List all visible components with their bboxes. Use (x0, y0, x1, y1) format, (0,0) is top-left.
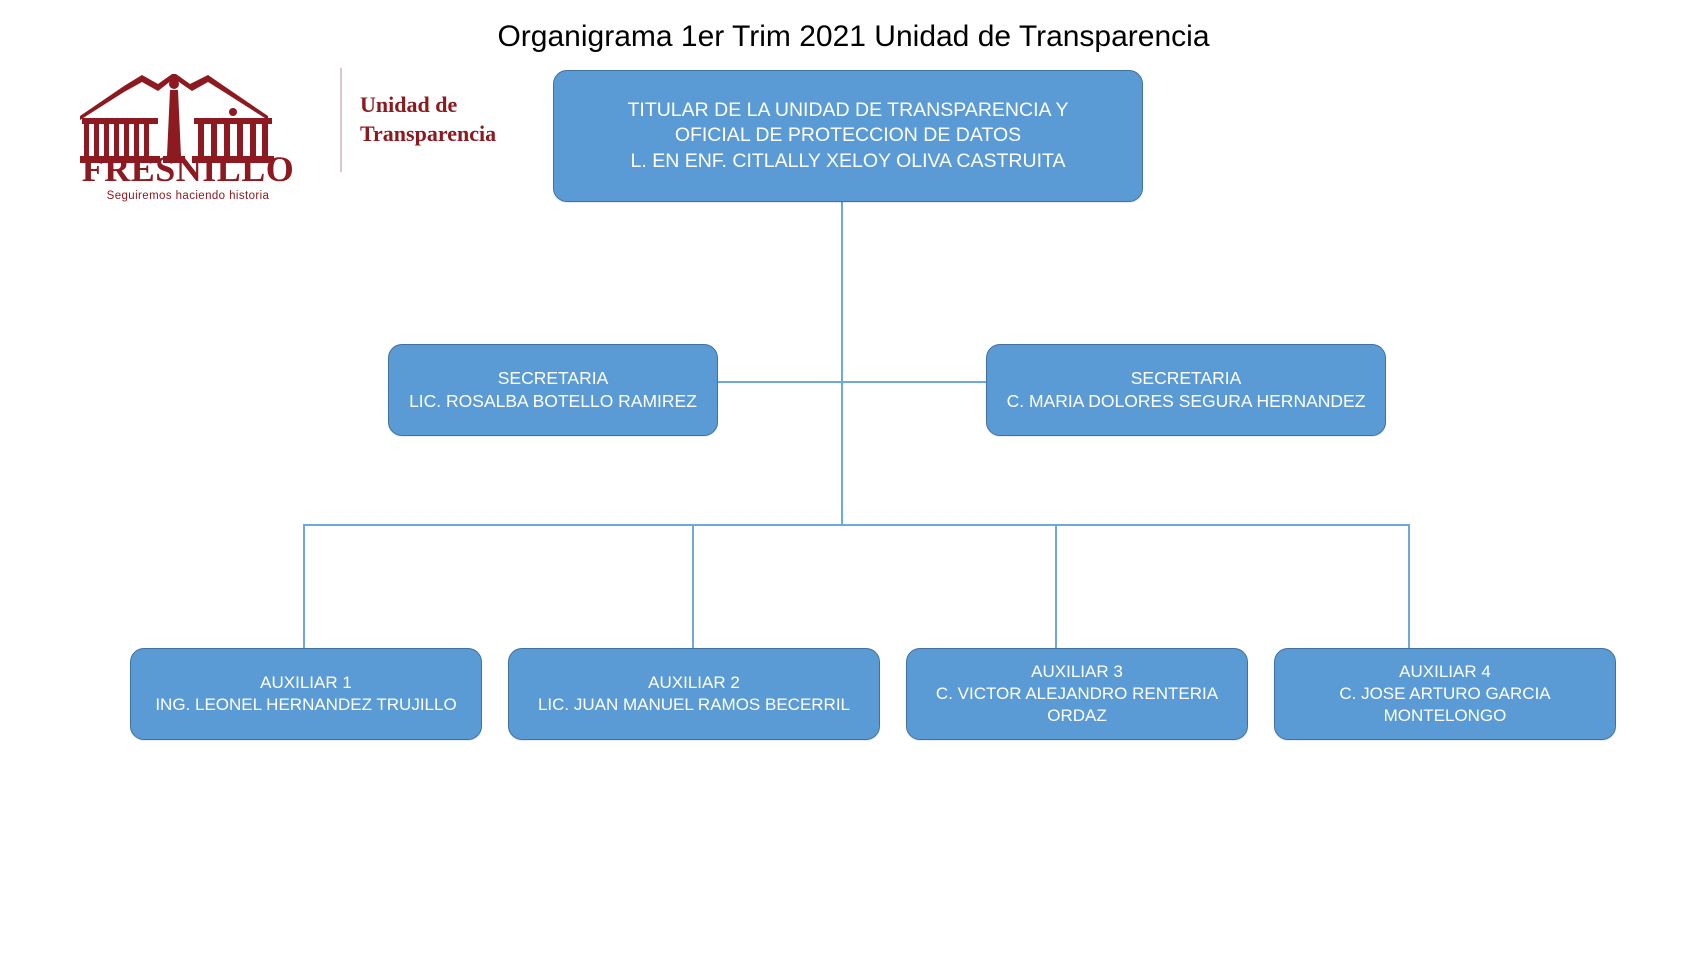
node-secretaria-2-name: C. MARIA DOLORES SEGURA HERNANDEZ (1006, 391, 1366, 411)
node-secretaria-2-role: SECRETARIA (1130, 368, 1242, 389)
connector-secretarias-bar (718, 381, 986, 383)
logo-unit-name-line2: Transparencia (360, 121, 497, 147)
node-auxiliar-2[interactable]: AUXILIAR 2 LIC. JUAN MANUEL RAMOS BECERR… (508, 648, 880, 740)
connector-drop-auxiliar-4 (1408, 524, 1410, 649)
connector-auxiliares-bar (303, 524, 1409, 526)
node-auxiliar-3-text: AUXILIAR 3 C. VICTOR ALEJANDRO RENTERIA … (917, 661, 1237, 727)
node-auxiliar-1-role: AUXILIAR 1 (260, 672, 352, 692)
node-titular-line3: L. EN ENF. CITLALLY XELOY OLIVA CASTRUIT… (630, 149, 1066, 172)
logo-unit-name: Unidad de Transparencia (360, 90, 540, 149)
node-auxiliar-4[interactable]: AUXILIAR 4 C. JOSE ARTURO GARCIA MONTELO… (1274, 648, 1616, 740)
node-auxiliar-3-name: C. VICTOR ALEJANDRO RENTERIA ORDAZ (935, 683, 1219, 726)
node-auxiliar-1-name: ING. LEONEL HERNANDEZ TRUJILLO (155, 695, 457, 714)
connector-drop-auxiliar-3 (1055, 524, 1057, 649)
node-auxiliar-4-name: C. JOSE ARTURO GARCIA MONTELONGO (1339, 683, 1551, 726)
logo-divider (340, 68, 342, 172)
logo-tagline: Seguiremos haciendo historia (106, 190, 270, 202)
logo-wordmark: FRESNILLO (81, 149, 295, 189)
node-titular-line2: OFICIAL DE PROTECCION DE DATOS (674, 124, 1022, 147)
node-titular-line1: TITULAR DE LA UNIDAD DE TRANSPARENCIA Y (627, 98, 1069, 121)
node-auxiliar-4-text: AUXILIAR 4 C. JOSE ARTURO GARCIA MONTELO… (1285, 661, 1605, 727)
node-auxiliar-1-text: AUXILIAR 1 ING. LEONEL HERNANDEZ TRUJILL… (141, 672, 471, 716)
node-auxiliar-3[interactable]: AUXILIAR 3 C. VICTOR ALEJANDRO RENTERIA … (906, 648, 1248, 740)
connector-drop-auxiliar-2 (692, 524, 694, 649)
node-auxiliar-4-role: AUXILIAR 4 (1399, 661, 1491, 681)
node-auxiliar-2-name: LIC. JUAN MANUEL RAMOS BECERRIL (537, 695, 851, 714)
node-titular-text: TITULAR DE LA UNIDAD DE TRANSPARENCIA Y … (564, 98, 1132, 174)
node-auxiliar-3-role: AUXILIAR 3 (1031, 661, 1123, 681)
node-secretaria-1[interactable]: SECRETARIA LIC. ROSALBA BOTELLO RAMIREZ (388, 344, 718, 436)
connector-trunk-main (841, 202, 843, 525)
node-auxiliar-2-role: AUXILIAR 2 (648, 672, 740, 692)
fresnillo-monument-logo-icon (80, 74, 274, 163)
node-titular-unidad-transparencia[interactable]: TITULAR DE LA UNIDAD DE TRANSPARENCIA Y … (553, 70, 1143, 202)
node-secretaria-1-text: SECRETARIA LIC. ROSALBA BOTELLO RAMIREZ (399, 367, 707, 413)
connector-drop-auxiliar-1 (303, 524, 305, 649)
page-title: Organigrama 1er Trim 2021 Unidad de Tran… (497, 20, 1210, 53)
node-secretaria-2-text: SECRETARIA C. MARIA DOLORES SEGURA HERNA… (997, 367, 1375, 413)
node-secretaria-1-name: LIC. ROSALBA BOTELLO RAMIREZ (409, 391, 697, 411)
logo-unit-name-line1: Unidad de (360, 92, 458, 117)
node-auxiliar-2-text: AUXILIAR 2 LIC. JUAN MANUEL RAMOS BECERR… (519, 672, 869, 716)
node-auxiliar-1[interactable]: AUXILIAR 1 ING. LEONEL HERNANDEZ TRUJILL… (130, 648, 482, 740)
node-secretaria-2[interactable]: SECRETARIA C. MARIA DOLORES SEGURA HERNA… (986, 344, 1386, 436)
fresnillo-logo: FRESNILLO Seguiremos haciendo historia U… (72, 62, 496, 202)
node-secretaria-1-role: SECRETARIA (497, 368, 609, 389)
